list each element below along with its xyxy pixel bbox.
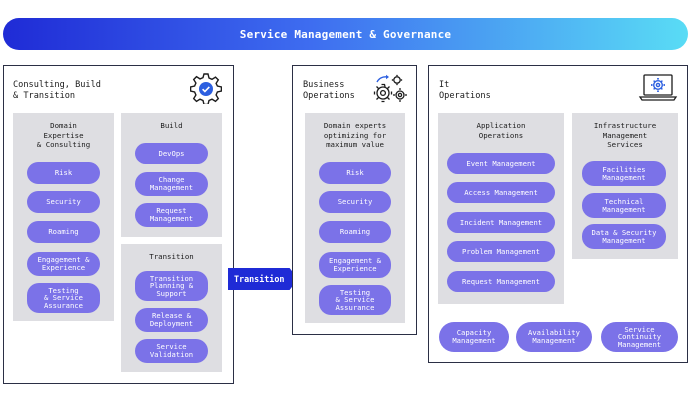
service-validation-pill: Service Validation bbox=[135, 339, 208, 363]
top-banner: Service Management & Governance bbox=[3, 18, 688, 50]
consulting-engagement-pill: Engagement & Experience bbox=[27, 252, 100, 276]
data-security-management-pill: Data & Security Management bbox=[582, 224, 666, 249]
devops-pill: DevOps bbox=[135, 143, 208, 164]
business-risk-pill: Risk bbox=[319, 162, 391, 184]
technical-management-pill: Technical Management bbox=[582, 193, 666, 218]
availability-management-pill: Availability Management bbox=[516, 322, 592, 352]
access-management-pill: Access Management bbox=[447, 182, 555, 203]
consulting-security-pill: Security bbox=[27, 191, 100, 213]
consulting-roaming-pill: Roaming bbox=[27, 221, 100, 243]
banner-title: Service Management & Governance bbox=[239, 27, 452, 41]
transition-planning-pill: Transition Planning & Support bbox=[135, 271, 208, 301]
gear-check-icon bbox=[190, 73, 222, 104]
problem-management-pill: Problem Management bbox=[447, 241, 555, 262]
business-engagement-pill: Engagement & Experience bbox=[319, 252, 391, 278]
business-security-pill: Security bbox=[319, 191, 391, 213]
business-roaming-pill: Roaming bbox=[319, 221, 391, 243]
incident-management-pill: Incident Management bbox=[447, 212, 555, 233]
transition-arrow: Transition bbox=[228, 268, 298, 290]
transition-arrow-label: Transition bbox=[234, 274, 285, 284]
service-continuity-management-pill: Service Continuity Management bbox=[601, 322, 678, 352]
domain-expertise-title: Domain Expertise & Consulting bbox=[36, 121, 91, 149]
laptop-gear-icon bbox=[638, 74, 678, 101]
build-request-management-pill: Request Management bbox=[135, 203, 208, 227]
transition-title: Transition bbox=[149, 252, 194, 261]
facilities-management-pill: Facilities Management bbox=[582, 161, 666, 186]
business-testing-pill: Testing & Service Assurance bbox=[319, 285, 391, 315]
event-management-pill: Event Management bbox=[447, 153, 555, 174]
business-title: Business Operations bbox=[303, 80, 355, 101]
build-title: Build bbox=[160, 121, 183, 130]
it-title: It Operations bbox=[439, 80, 491, 101]
consulting-testing-pill: Testing & Service Assurance bbox=[27, 283, 100, 313]
change-management-pill: Change Management bbox=[135, 172, 208, 196]
domain-experts-title: Domain experts optimizing for maximum va… bbox=[323, 121, 387, 149]
consulting-title: Consulting, Build & Transition bbox=[13, 80, 101, 101]
capacity-management-pill: Capacity Management bbox=[439, 322, 509, 352]
it-request-management-pill: Request Management bbox=[447, 271, 555, 292]
consulting-risk-pill: Risk bbox=[27, 162, 100, 184]
release-deployment-pill: Release & Deployment bbox=[135, 308, 208, 332]
application-operations-title: Application Operations bbox=[476, 121, 526, 140]
gears-arrows-icon bbox=[373, 74, 407, 103]
infrastructure-title: Infrastructure Management Services bbox=[593, 121, 657, 149]
